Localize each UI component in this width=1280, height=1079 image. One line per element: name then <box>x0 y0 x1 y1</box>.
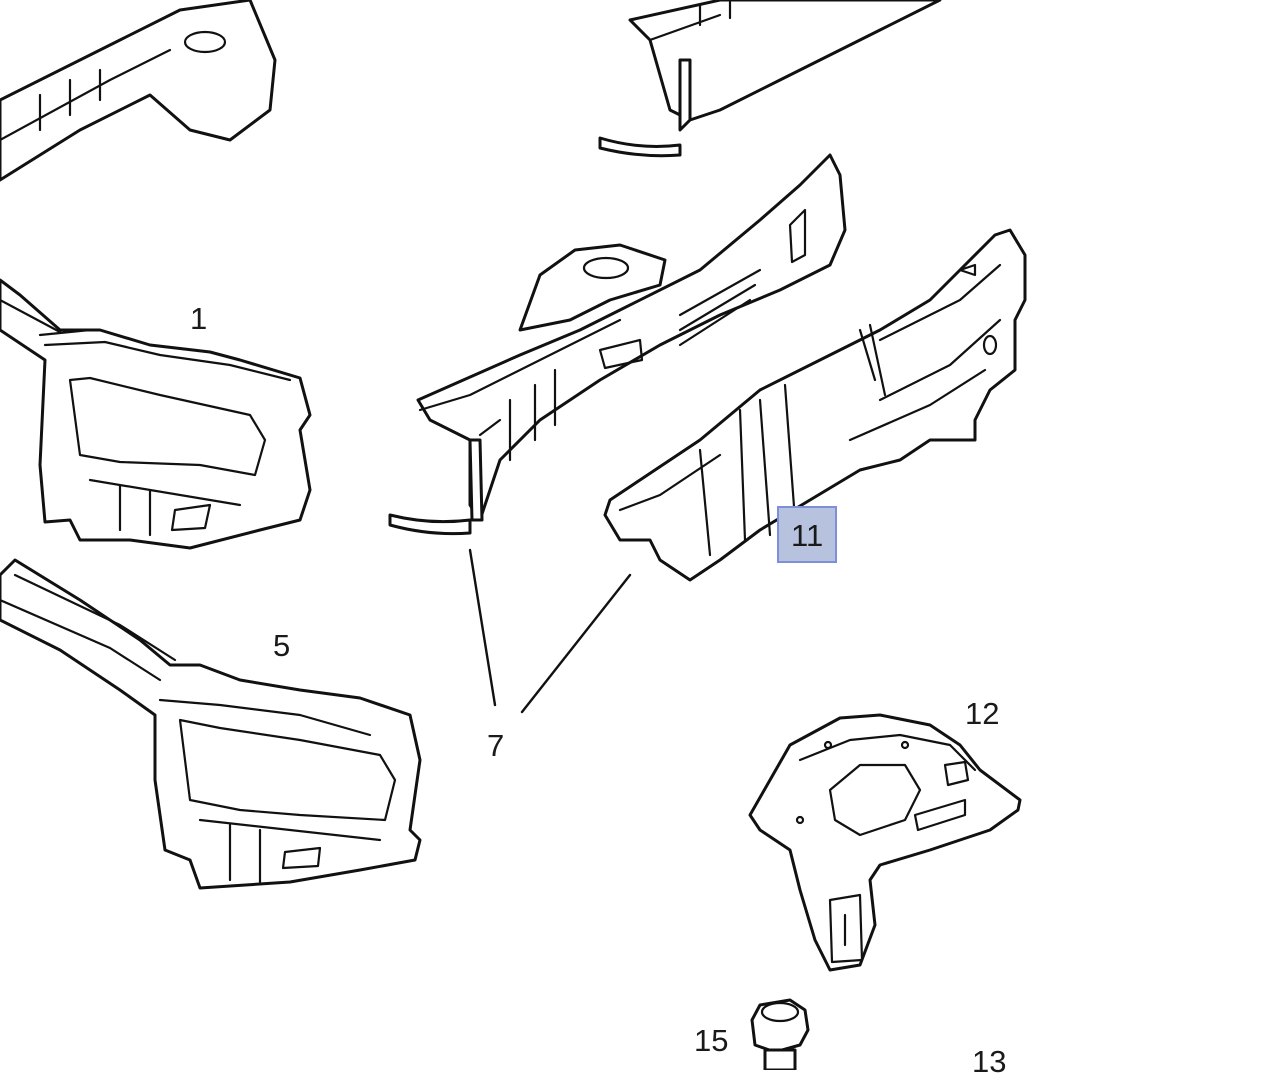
callout-7[interactable]: 7 <box>487 728 505 763</box>
callout-15[interactable]: 15 <box>694 1023 729 1058</box>
part-12-bracket <box>748 713 1022 972</box>
part-11-rail-lower <box>603 228 1027 582</box>
callout-11-selected[interactable]: 11 <box>777 506 838 563</box>
callout-5[interactable]: 5 <box>273 628 291 663</box>
part-top-center-rail <box>598 0 942 158</box>
leader-7-a <box>468 548 497 707</box>
part-top-left-rail <box>0 0 277 182</box>
part-1-front-panel <box>0 278 312 550</box>
leader-7-b <box>520 573 632 714</box>
part-5-front-panel <box>0 558 422 890</box>
part-7-rail-upper <box>388 153 847 536</box>
part-15-bolt <box>750 998 810 1070</box>
callout-13[interactable]: 13 <box>972 1044 1007 1079</box>
callout-1[interactable]: 1 <box>190 301 208 336</box>
callout-12[interactable]: 12 <box>965 696 1000 731</box>
